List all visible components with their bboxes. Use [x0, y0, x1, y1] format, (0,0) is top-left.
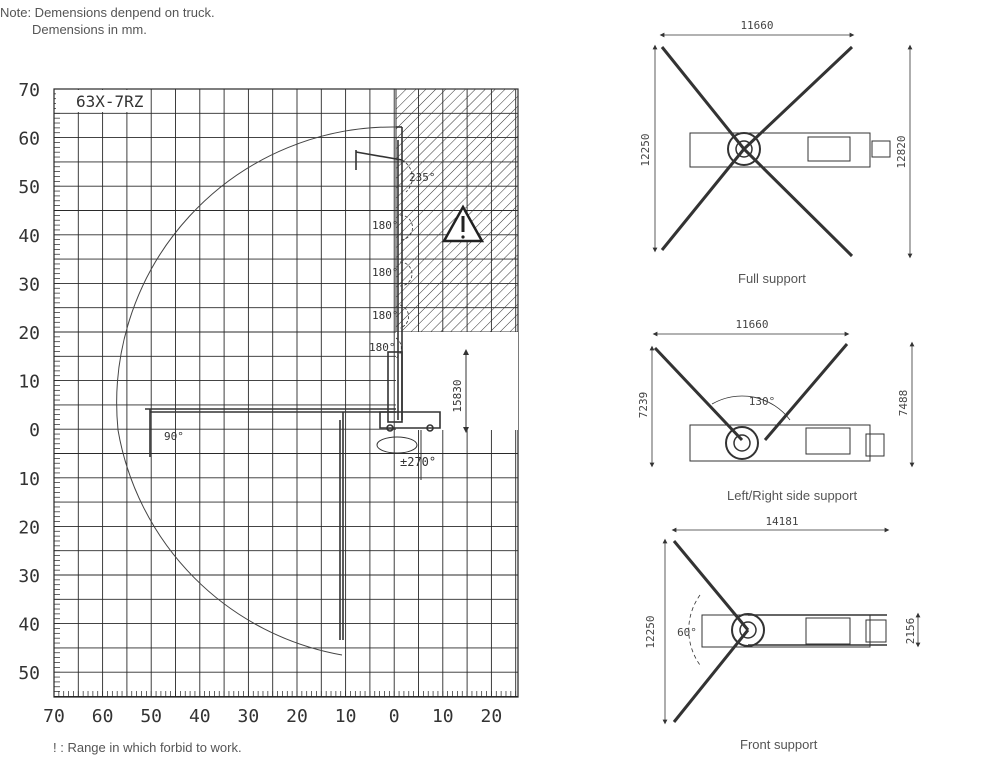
angle-label-180-d: 180°	[369, 341, 396, 354]
front-support-diagram	[662, 527, 921, 725]
side-support-angle: 130°	[749, 395, 776, 408]
y-tick-label: 60	[18, 129, 40, 150]
y-tick-label: 20	[18, 323, 40, 344]
x-tick-label: 70	[43, 706, 65, 727]
boom-vertical	[355, 126, 441, 432]
y-tick-label: 10	[18, 469, 40, 490]
x-tick-label: 50	[140, 706, 162, 727]
y-tick-label: 30	[18, 274, 40, 295]
note-units: Demensions in mm.	[32, 22, 147, 37]
full-support-caption: Full support	[738, 271, 806, 286]
front-support-right-height: 2156	[904, 618, 917, 645]
y-tick-label: 70	[18, 80, 40, 101]
front-support-angle: 60°	[677, 626, 697, 639]
y-tick-label: 0	[29, 420, 40, 441]
x-axis-ticks: 70 60 50 40 30 20 10 0 10 20	[43, 706, 502, 727]
rotation-ellipse	[376, 436, 418, 454]
forbidden-zone	[395, 88, 519, 333]
side-support-width: 11660	[735, 318, 768, 331]
height-dimension-label: 15830	[451, 379, 464, 412]
x-tick-label: 20	[481, 706, 503, 727]
forbidden-range-footnote: ! : Range in which forbid to work.	[53, 740, 242, 755]
model-label: 63X-7RZ	[76, 92, 144, 111]
x-tick-label: 10	[335, 706, 357, 727]
x-tick-label: 30	[238, 706, 260, 727]
x-tick-label: 0	[389, 706, 400, 727]
note-dimensions-depend: Note: Demensions denpend on truck.	[0, 5, 215, 20]
x-tick-label: 40	[189, 706, 211, 727]
y-tick-label: 40	[18, 226, 40, 247]
angle-label-180-c: 180°	[372, 309, 399, 322]
angle-label-235: 235°	[409, 171, 436, 184]
angle-label-270: ±270°	[400, 455, 436, 469]
x-tick-label: 10	[432, 706, 454, 727]
front-support-width: 14181	[765, 515, 798, 528]
y-tick-label: 20	[18, 517, 40, 538]
warning-icon	[441, 204, 485, 243]
x-tick-label: 20	[286, 706, 308, 727]
angle-label-180-a: 180°	[372, 219, 399, 232]
angle-label-180-b: 180°	[372, 266, 399, 279]
y-tick-label: 40	[18, 615, 40, 636]
front-support-left-height: 12250	[644, 615, 657, 648]
y-tick-label: 50	[18, 663, 40, 684]
full-support-left-height: 12250	[639, 133, 652, 166]
full-support-right-height: 12820	[895, 135, 908, 168]
working-range-diagram: 63X-7RZ	[18, 80, 519, 727]
side-support-left-height: 7239	[637, 392, 650, 419]
side-support-right-height: 7488	[897, 390, 910, 417]
boom-horizontal	[145, 408, 396, 640]
angle-label-90: 90°	[164, 430, 184, 443]
front-support-caption: Front support	[740, 737, 818, 752]
y-tick-label: 10	[18, 372, 40, 393]
full-support-width: 11660	[740, 19, 773, 32]
forbidden-zone-gap	[396, 332, 518, 430]
model-label-bg	[56, 90, 146, 112]
y-tick-label: 50	[18, 177, 40, 198]
full-support-diagram	[652, 32, 913, 259]
reach-envelope	[116, 126, 397, 656]
side-support-caption: Left/Right side support	[727, 488, 858, 503]
side-support-diagram	[649, 331, 915, 468]
x-tick-label: 60	[92, 706, 114, 727]
y-tick-label: 30	[18, 566, 40, 587]
y-axis-ticks: 70 60 50 40 30 20 10 0 10 20 30 40 50	[18, 80, 40, 684]
